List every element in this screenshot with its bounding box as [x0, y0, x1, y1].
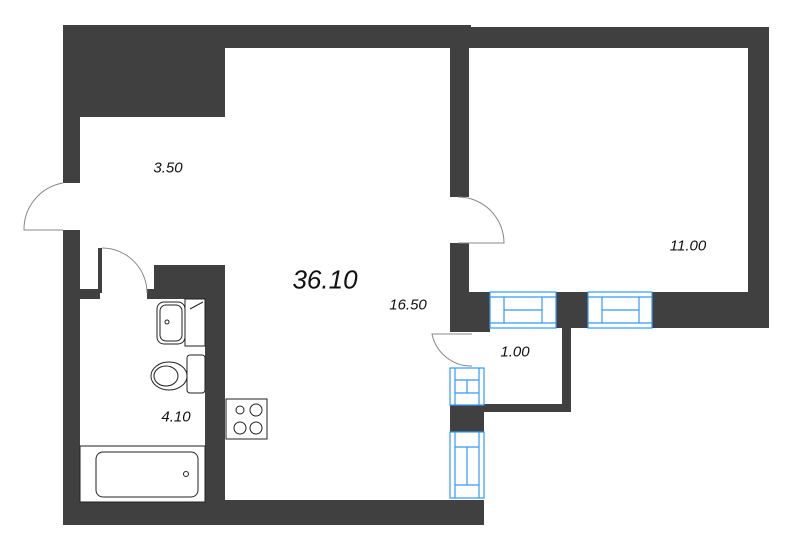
- room-area-bathroom: 4.10: [161, 408, 191, 426]
- partition-upper: [450, 35, 469, 197]
- stove-icon: [225, 398, 268, 440]
- window-bedroom-2: [587, 291, 653, 329]
- wall-corner: [450, 292, 490, 332]
- wall-top-right: [455, 27, 750, 48]
- window-living: [449, 431, 485, 499]
- wall-pier: [556, 292, 588, 328]
- fixtures: [79, 298, 268, 503]
- room-area-living-kitchen: 16.50: [389, 296, 427, 314]
- window-balcony: [449, 367, 485, 406]
- balcony-door[interactable]: [431, 333, 473, 367]
- wall-bottom: [63, 500, 484, 525]
- wall-balcony-left: [450, 405, 484, 432]
- room-area-bedroom: 11.00: [669, 237, 707, 255]
- bathroom-door[interactable]: [101, 247, 148, 294]
- room-area-balcony: 1.00: [500, 343, 530, 361]
- room-area-hallway: 3.50: [153, 159, 183, 177]
- walls: [63, 25, 769, 525]
- wall-left-lower: [63, 230, 80, 525]
- total-area-label: 36.10: [292, 264, 358, 295]
- wall-balcony-bottom: [483, 404, 571, 412]
- wall-right: [748, 27, 769, 328]
- windows: [449, 291, 653, 499]
- wall-bedroom-bottom: [652, 292, 769, 328]
- window-bedroom-1: [489, 291, 557, 329]
- wall-bath-top-left: [80, 289, 100, 299]
- wall-balcony-right: [562, 328, 571, 412]
- doors[interactable]: [23, 182, 505, 367]
- bedroom-door[interactable]: [457, 196, 505, 244]
- wall-top-left: [63, 25, 471, 48]
- toilet-icon: [150, 354, 206, 394]
- wall-bath-top-mid: [147, 289, 157, 299]
- bathtub-icon: [79, 445, 206, 503]
- wall-bath-right: [205, 265, 225, 502]
- wall-bath-door-jamb: [98, 248, 102, 293]
- entrance-door[interactable]: [23, 182, 64, 231]
- sink-icon: [156, 298, 206, 347]
